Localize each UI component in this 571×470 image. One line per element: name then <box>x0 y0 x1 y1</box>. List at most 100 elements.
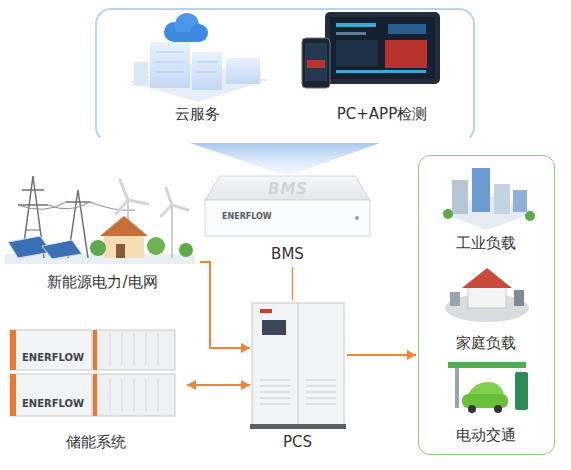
node-label: PCS <box>283 433 312 455</box>
pcs-cabinet-part <box>252 303 344 425</box>
node-label: 电动交通 <box>456 426 516 448</box>
tablet-phone-icon-part <box>302 38 330 88</box>
pcs-cabinet-part <box>260 380 336 404</box>
storage-node: 储能系统 <box>8 325 183 455</box>
power-grid-illustration-part <box>104 234 144 258</box>
industrial-load-icon-part <box>472 168 490 212</box>
tablet-phone-icon-part <box>336 70 426 73</box>
ev-charging-icon-part <box>515 372 528 410</box>
power-grid-illustration-part <box>147 237 165 255</box>
cloud-server-icon-part <box>226 58 260 84</box>
power-grid-illustration-part <box>100 216 148 236</box>
storage-containers <box>10 330 175 416</box>
power-grid-illustration-part <box>42 240 82 259</box>
storage-containers-part <box>10 374 92 416</box>
arrow-head <box>407 350 416 360</box>
ev-charging-icon-part <box>468 405 476 413</box>
bms-device-part <box>355 216 359 220</box>
pcs-cabinet-part <box>260 309 272 313</box>
cloud-server-icon-part <box>156 72 184 73</box>
flow-connector <box>200 262 250 353</box>
home-load-icon-part <box>468 286 506 308</box>
power-grid-illustration-part <box>66 201 90 203</box>
industrial-load-icon <box>440 168 537 230</box>
power-grid-illustration-part <box>18 204 48 206</box>
power-grid-illustration-part <box>90 240 106 256</box>
tablet-phone-icon-part <box>336 40 378 66</box>
power-grid-illustration-part <box>22 189 44 191</box>
pcs-cabinet-part <box>250 424 346 429</box>
flow-connector <box>187 380 250 390</box>
connector-line <box>347 354 416 356</box>
connector-line <box>187 384 250 386</box>
home-load-icon-part <box>462 268 512 288</box>
ev-charging-icon-part <box>468 382 504 394</box>
bms-device-part <box>205 176 370 200</box>
arrow-head <box>241 343 250 353</box>
device-marking: BMS <box>268 180 308 198</box>
power-grid-illustration-part <box>26 230 40 231</box>
connector-line <box>200 262 250 348</box>
load-node: 工业负载 <box>419 161 553 256</box>
bms-device-part <box>205 200 370 236</box>
tablet-phone-icon <box>302 12 440 88</box>
industrial-load-icon-part <box>525 211 535 221</box>
pcs-cabinet <box>250 303 346 429</box>
home-load-icon-part <box>514 290 524 306</box>
pcs-cabinet-part <box>298 303 299 425</box>
node-label: 新能源电力/电网 <box>47 273 157 295</box>
brand-logo: ENERFLOW <box>222 212 272 221</box>
flow-connector <box>347 350 416 360</box>
industrial-load-icon-part <box>443 209 453 219</box>
storage-containers-part <box>93 330 97 370</box>
tablet-phone-icon-part <box>325 12 440 84</box>
cloud-server-icon-part <box>150 42 190 88</box>
node-label: BMS <box>271 245 304 267</box>
cloud-server-icon-part <box>197 72 217 73</box>
power-source-node: 新能源电力/电网 <box>5 160 200 295</box>
pcs-cabinet-part <box>262 320 286 335</box>
cloud-server-icon-part <box>174 32 199 42</box>
load-node: 电动交通 <box>419 356 553 448</box>
power-grid-illustration-part <box>171 205 173 258</box>
power-grid-illustration-part <box>18 202 135 210</box>
storage-containers-part <box>10 374 16 416</box>
cloud-server-icon-part <box>134 62 148 86</box>
monitor-node: PC+APP检测 <box>302 12 462 127</box>
tablet-phone-icon-part <box>330 17 435 79</box>
node-label: 工业负载 <box>456 234 516 256</box>
cloud-server-icon-part <box>156 52 184 53</box>
industrial-load-icon-part <box>494 184 510 214</box>
pcs-node: PCS <box>250 300 345 455</box>
industrial-load-icon-part <box>513 190 527 212</box>
node-label: 储能系统 <box>66 433 126 455</box>
ev-charging-icon-part <box>455 368 459 408</box>
funnel-shape <box>190 143 380 176</box>
brand-logo: ENERFLOW <box>22 398 84 409</box>
node-label: 家庭负载 <box>456 334 516 356</box>
cloud-service-node: 云服务 <box>122 12 272 127</box>
tablet-phone-icon-part <box>336 23 376 27</box>
tablet-phone-icon-part <box>307 60 325 68</box>
ev-charging-icon-part <box>448 362 526 368</box>
flow-connector <box>292 267 293 300</box>
home-load-icon <box>445 268 529 322</box>
power-grid-illustration <box>5 176 195 264</box>
ev-charging-icon-part <box>462 394 508 408</box>
tablet-phone-icon-part <box>336 32 366 35</box>
storage-containers-part <box>110 334 158 412</box>
tablet-phone-icon-part <box>388 24 426 34</box>
arrow-head <box>241 380 250 390</box>
cloud-server-icon <box>128 13 268 102</box>
node-label: PC+APP检测 <box>337 105 427 127</box>
funnel-arrow <box>190 143 380 176</box>
connector-line <box>292 267 293 300</box>
storage-containers-part <box>93 374 97 416</box>
ev-charging-icon-part <box>494 405 502 413</box>
storage-containers-part <box>10 330 92 370</box>
power-grid-illustration-part <box>161 188 188 216</box>
bms-device <box>205 176 370 236</box>
industrial-load-icon-part <box>452 180 468 214</box>
arrow-head <box>187 380 196 390</box>
